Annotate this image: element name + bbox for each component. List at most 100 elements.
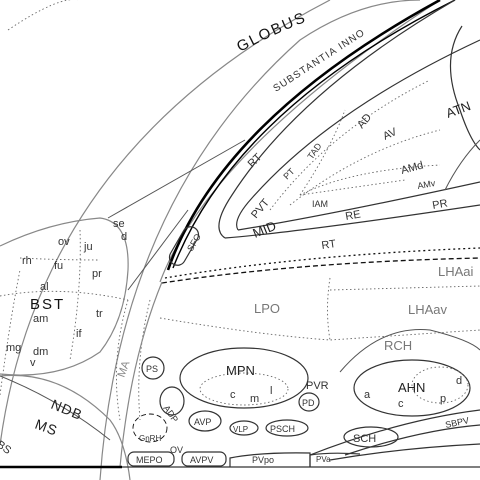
vlp-ellipse xyxy=(229,420,259,436)
avp-ellipse xyxy=(188,410,222,432)
bst-connector-lower xyxy=(127,209,189,291)
bst-dots-2 xyxy=(69,229,81,361)
ma-column-2 xyxy=(138,299,151,421)
label-amv: AMv xyxy=(417,178,437,191)
thick-border xyxy=(166,0,441,271)
label-mepo: MEPO xyxy=(136,455,163,465)
label-pvr: PVR xyxy=(306,380,329,392)
label-pvt: PVT xyxy=(249,197,272,221)
label-if: if xyxy=(76,328,82,340)
label-fu: fu xyxy=(54,260,63,272)
sfo-capsule xyxy=(168,226,200,266)
atn-line xyxy=(444,139,480,191)
sbpv-band-2 xyxy=(344,424,480,456)
label-ma: MA xyxy=(116,359,133,379)
label-l-mpn: l xyxy=(270,385,272,397)
thalamus-floor xyxy=(224,204,480,239)
label-d-ahn: d xyxy=(456,375,462,387)
label-mid: MID xyxy=(251,218,279,241)
label-avpv: AVPV xyxy=(190,455,213,465)
thal-dots-4 xyxy=(299,179,406,196)
outer-contour-1 xyxy=(0,0,331,446)
label-ad: AD xyxy=(355,111,374,130)
ahn-ellipse xyxy=(353,359,471,417)
label-globus: GLOBUS xyxy=(234,9,309,56)
substantia-boundary xyxy=(159,0,441,283)
rch-contour xyxy=(339,329,480,373)
outer-contour-2 xyxy=(99,0,421,480)
label-ov: ov xyxy=(58,236,70,248)
label-ps: PS xyxy=(146,364,158,374)
ahn-inner xyxy=(411,366,469,404)
label-bst: BST xyxy=(30,296,65,313)
lpo-field xyxy=(159,317,480,341)
label-ndb: NDB xyxy=(49,396,85,423)
label-pd: PD xyxy=(302,398,315,408)
label-mpn: MPN xyxy=(226,363,255,378)
mpn-inner xyxy=(199,372,289,406)
label-avp: AVP xyxy=(194,417,211,427)
label-ju: ju xyxy=(83,241,93,253)
thalamus-inner xyxy=(236,39,480,231)
label-d-bst: d xyxy=(121,231,127,243)
atn-boundary xyxy=(449,25,480,151)
label-c-ahn: c xyxy=(398,398,404,410)
label-bs: BS xyxy=(0,439,13,457)
midline xyxy=(119,281,163,468)
label-dm: dm xyxy=(33,346,48,358)
label-rh: rh xyxy=(22,255,32,267)
avpv-box xyxy=(181,451,227,467)
label-re: RE xyxy=(344,208,361,222)
label-am: am xyxy=(33,313,48,325)
thick-border-2 xyxy=(172,0,456,269)
label-gnrh: GnRH xyxy=(139,434,161,443)
label-pvpo: PVpo xyxy=(252,455,274,465)
adp-ellipse xyxy=(159,386,185,416)
label-ov-bottom: OV xyxy=(170,445,183,455)
label-av: AV xyxy=(381,126,399,143)
label-lhaai: LHAai xyxy=(438,264,474,279)
label-psch: PSCH xyxy=(270,424,295,434)
label-vlp: VLP xyxy=(233,425,248,434)
lhaav-divider xyxy=(327,277,331,341)
thalamus-envelope xyxy=(218,0,456,239)
label-iam: IAM xyxy=(312,199,328,209)
dotted-contour-2 xyxy=(0,269,21,396)
label-atn: ATN xyxy=(444,98,473,121)
label-rch: RCH xyxy=(384,338,412,353)
label-sch: SCH xyxy=(353,433,376,445)
sbpv-band-3 xyxy=(329,443,480,461)
thal-dots-2 xyxy=(289,129,441,206)
label-a-ahn: a xyxy=(364,389,371,401)
label-sbpv: SBPV xyxy=(444,415,470,430)
thal-dots-5 xyxy=(299,164,441,196)
pd-ellipse xyxy=(298,392,320,412)
label-m-mpn: m xyxy=(250,393,259,405)
label-lhaav: LHAav xyxy=(408,302,448,317)
mepo-box xyxy=(127,451,175,467)
pva-box xyxy=(309,452,361,467)
bst-connector-upper xyxy=(107,139,246,219)
label-pt: PT xyxy=(281,166,297,182)
thalamus-floor-2 xyxy=(237,181,480,231)
label-c-mpn: c xyxy=(230,389,236,401)
label-al: al xyxy=(40,281,49,293)
thal-dots-1 xyxy=(269,79,431,211)
dotted-contour xyxy=(7,0,80,31)
label-v: v xyxy=(30,357,36,369)
label-mg: mg xyxy=(6,342,21,354)
dashed-boundary xyxy=(161,257,480,284)
ma-column xyxy=(115,299,129,421)
label-pva: PVa xyxy=(316,455,331,464)
label-amd: AMd xyxy=(400,159,425,176)
ps-ellipse xyxy=(141,356,165,380)
ndb-inner xyxy=(0,375,111,441)
bst-dots-3 xyxy=(19,257,101,261)
dashed-boundary-2 xyxy=(164,247,480,279)
pvpo-box xyxy=(229,452,311,467)
label-pr-bst: pr xyxy=(92,268,102,280)
bst-lobe xyxy=(0,217,129,376)
label-adp: ADP xyxy=(161,403,180,424)
gnrh-ellipse xyxy=(132,413,168,443)
